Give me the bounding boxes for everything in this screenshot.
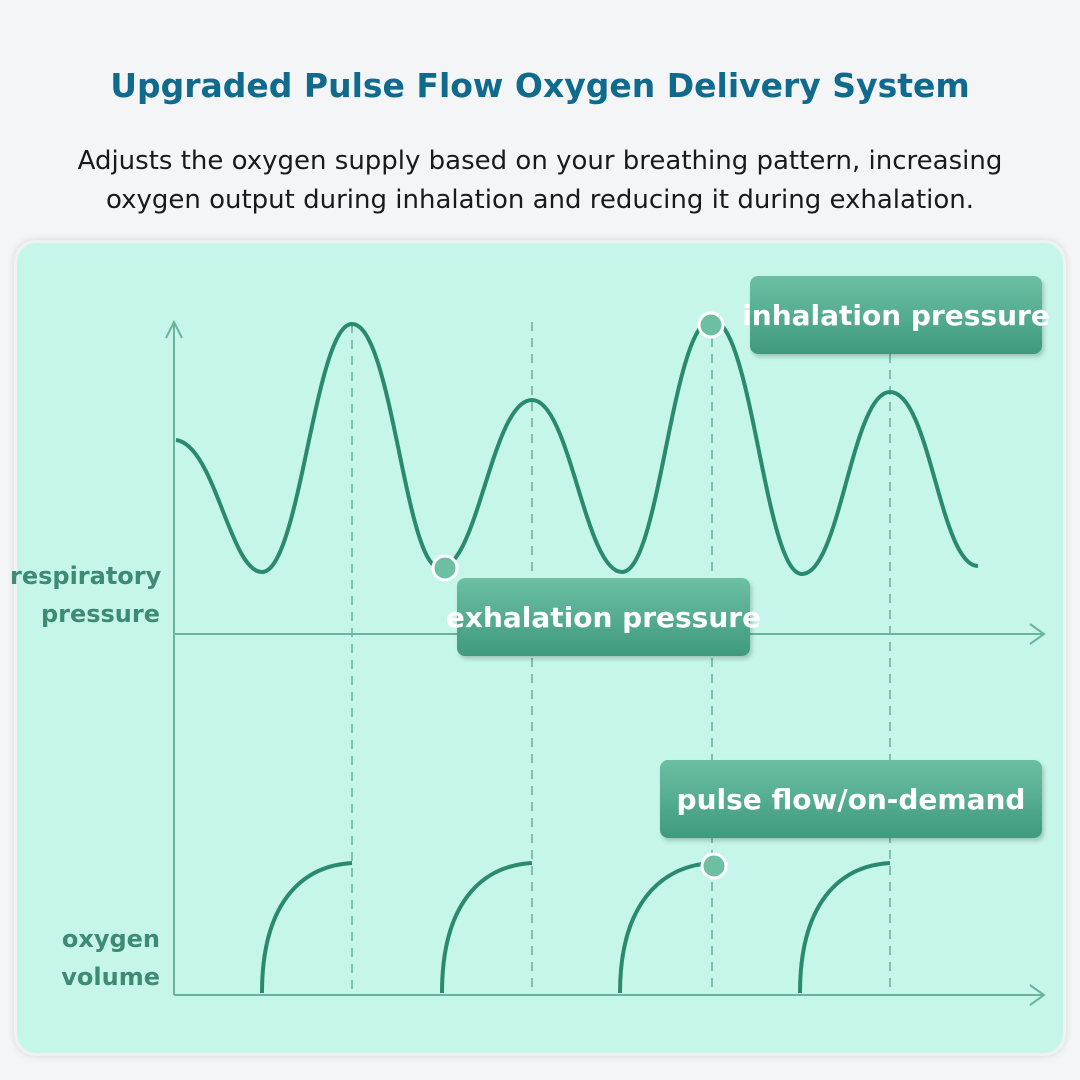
respiratory-pressure-curve <box>175 317 979 577</box>
inhalation-pressure-callout: inhalation pressure <box>742 276 1050 354</box>
page-subtitle: Adjusts the oxygen supply based on your … <box>77 146 1003 215</box>
pulse-marker <box>700 852 728 880</box>
exhalation-marker <box>431 554 459 582</box>
oxygen-volume-label: oxygen volume <box>10 920 160 996</box>
page-title: Upgraded Pulse Flow Oxygen Delivery Syst… <box>110 66 970 105</box>
inhalation-marker <box>697 311 725 339</box>
x-axis-bottom <box>174 984 1046 1006</box>
label-line: pressure <box>40 600 160 628</box>
pulse-flow-callout: pulse flow/on-demand <box>660 760 1042 838</box>
dashed-guides <box>351 322 891 995</box>
oxygen-volume-pulses <box>260 861 891 994</box>
exhalation-pressure-callout: exhalation pressure <box>446 578 761 656</box>
y-axis <box>165 319 183 995</box>
label-line: oxygen <box>61 925 160 953</box>
respiratory-pressure-label: respiratory pressure <box>10 557 162 633</box>
label-line: volume <box>61 963 160 991</box>
label-line: respiratory <box>10 562 162 590</box>
